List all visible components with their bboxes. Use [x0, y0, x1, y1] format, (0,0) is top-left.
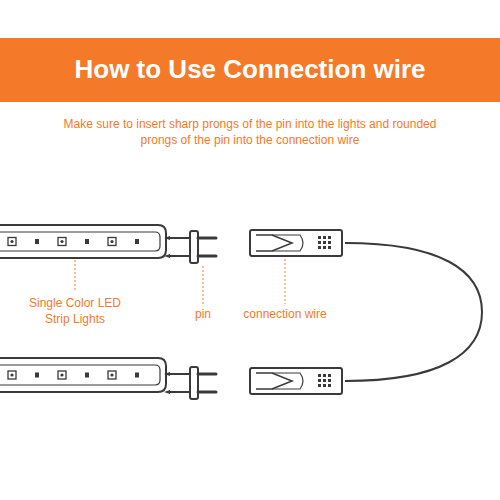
- grip-dot: [323, 384, 326, 387]
- led-strip: [0, 225, 166, 258]
- led-strip: [0, 358, 166, 392]
- grip-dot: [318, 236, 321, 239]
- leader-line: [285, 259, 286, 304]
- grip-dot: [328, 374, 331, 377]
- grip-dot: [323, 374, 326, 377]
- resistor-chip: [135, 239, 139, 244]
- grip-dot: [318, 374, 321, 377]
- led-strips: [0, 225, 166, 392]
- led-strip-inner: [0, 365, 160, 385]
- grip-dot: [318, 379, 321, 382]
- grip-dot: [328, 241, 331, 244]
- resistor-chip: [35, 239, 39, 244]
- led-chip-dot: [60, 373, 63, 376]
- led-chip-dot: [110, 373, 113, 376]
- grip-dot: [323, 379, 326, 382]
- grip-dot: [328, 236, 331, 239]
- pin: [164, 231, 216, 263]
- led-chip: [58, 238, 66, 246]
- leader-line: [203, 266, 204, 304]
- part-label: connection wire: [235, 306, 335, 322]
- led-chip-dot: [60, 240, 63, 243]
- led-strip-inner: [0, 232, 160, 251]
- part-label: Single Color LED Strip Lights: [20, 295, 130, 327]
- part-label: pin: [183, 306, 223, 322]
- pin: [164, 367, 216, 399]
- led-chip: [8, 238, 16, 246]
- title-banner: [0, 38, 500, 102]
- cable: [345, 243, 482, 381]
- led-chip-dot: [10, 373, 13, 376]
- grip-dot: [318, 241, 321, 244]
- connector-plug: [250, 230, 342, 256]
- led-chip: [58, 371, 66, 379]
- resistor-chip: [35, 373, 39, 378]
- grip-dot: [323, 241, 326, 244]
- grip-dot: [318, 384, 321, 387]
- grip-dot: [328, 384, 331, 387]
- led-chip: [108, 238, 116, 246]
- resistor-chip: [135, 373, 139, 378]
- leader-line: [75, 260, 76, 291]
- led-chip: [8, 371, 16, 379]
- grip-dot: [318, 246, 321, 249]
- grip-dot: [328, 246, 331, 249]
- grip-dot: [323, 246, 326, 249]
- resistor-chip: [85, 373, 89, 378]
- led-chip: [108, 371, 116, 379]
- resistor-chip: [85, 239, 89, 244]
- title: How to Use Connection wire: [0, 53, 500, 85]
- led-chip-dot: [10, 240, 13, 243]
- led-chip-dot: [110, 240, 113, 243]
- connector-plug: [250, 368, 342, 394]
- grip-dot: [328, 379, 331, 382]
- grip-dot: [323, 236, 326, 239]
- instruction-note: Make sure to insert sharp prongs of the …: [60, 116, 440, 148]
